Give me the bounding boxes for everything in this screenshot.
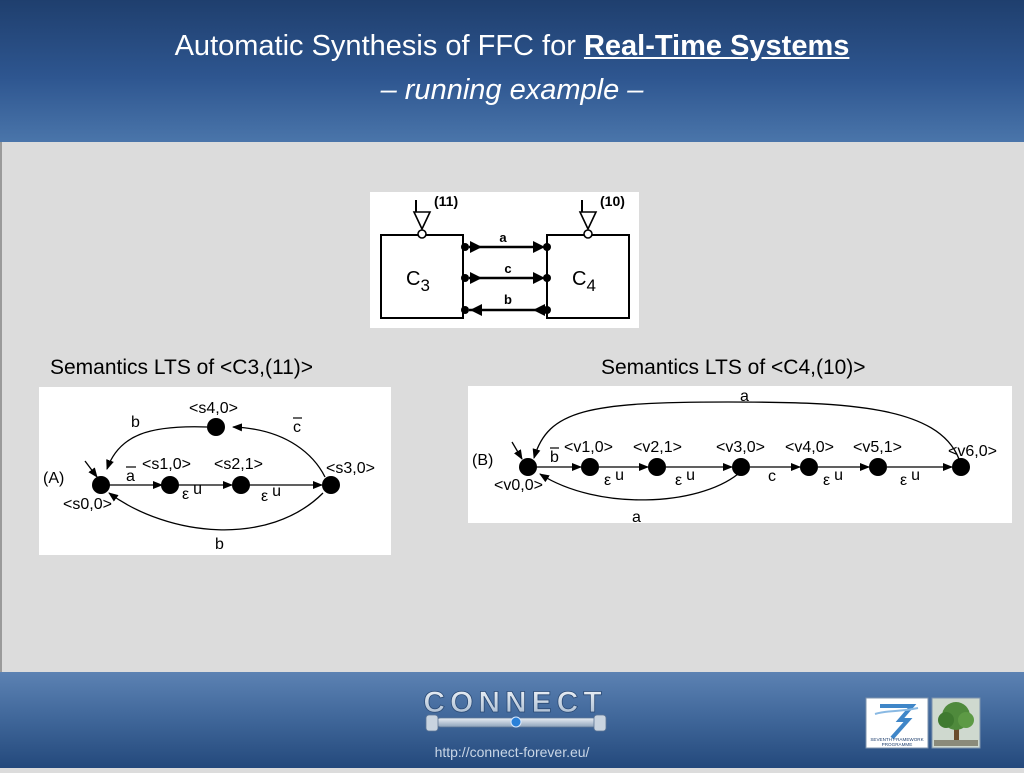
lts-a-panel: (A) <s0,0> <s1,0> <s2,1> <s3,0> <s4,0> a… — [39, 387, 391, 555]
lts-b-states — [519, 458, 970, 476]
state-v6-label: <v6,0> — [948, 443, 997, 460]
trans-b-top-label: b — [131, 414, 140, 431]
component-c3-label: C3 — [406, 268, 430, 295]
state-v1-label: <v1,0> — [564, 439, 613, 456]
channel-a-label: a — [499, 230, 507, 245]
component-diagram: C3 C4 (11) (10) a — [380, 193, 630, 319]
lts-a-states — [92, 418, 340, 494]
state-v4-label: <v4,0> — [785, 439, 834, 456]
channel-c — [461, 272, 551, 284]
title-main: Automatic Synthesis of FFC for — [174, 30, 584, 62]
svg-text:SEVENTH FRAMEWORK: SEVENTH FRAMEWORK — [870, 737, 924, 742]
channel-a — [461, 241, 551, 253]
lts-b-panel: (B) <v0,0> <v1,0> <v2,1> <v3,0> <v4,0> <… — [468, 386, 1012, 526]
lts-a-tag: (A) — [43, 470, 64, 487]
state-s2-label: <s2,1> — [214, 456, 263, 473]
trans-a-label: a — [126, 468, 135, 485]
lts-b-tag: (B) — [472, 452, 493, 469]
port-11-icon — [412, 200, 432, 239]
state-v0-label: <v0,0> — [494, 477, 543, 494]
lts-a-diagram: (A) <s0,0> <s1,0> <s2,1> <s3,0> <s4,0> a… — [43, 400, 375, 553]
footer-url[interactable]: http://connect-forever.eu/ — [434, 744, 590, 760]
trans-b-label: b — [550, 449, 559, 466]
channel-b-label: b — [504, 292, 512, 307]
channel-b — [461, 304, 551, 316]
tree-icon — [931, 697, 981, 749]
svg-text:PROGRAMME: PROGRAMME — [882, 742, 913, 747]
state-s1-label: <s1,0> — [142, 456, 191, 473]
state-v1 — [581, 458, 599, 476]
svg-text:CONNECT: CONNECT — [423, 686, 606, 719]
title-emphasis: Real-Time Systems — [583, 30, 850, 62]
component-c4-label: C4 — [572, 268, 596, 295]
state-v0 — [519, 458, 537, 476]
port-10-label: (10) — [600, 193, 625, 209]
lts-b-heading: Semantics LTS of <C4,(10)> — [601, 356, 866, 379]
slide-footer: CONNECT SEVENTH FRAMEWORK PROGRAMME — [0, 672, 1024, 768]
state-v3-label: <v3,0> — [716, 439, 765, 456]
state-v2-label: <v2,1> — [633, 439, 682, 456]
slide-subtitle: – running example – — [380, 74, 644, 106]
component-diagram-panel: C3 C4 (11) (10) a — [370, 192, 639, 328]
state-v3 — [732, 458, 750, 476]
state-v5 — [869, 458, 887, 476]
state-s2 — [232, 476, 250, 494]
state-s4-label: <s4,0> — [189, 400, 238, 417]
state-s0-label: <s0,0> — [63, 496, 112, 513]
state-v4 — [800, 458, 818, 476]
state-v5-label: <v5,1> — [853, 439, 902, 456]
trans-a-bottom-label: a — [632, 509, 641, 523]
state-s1 — [161, 476, 179, 494]
state-s0 — [92, 476, 110, 494]
slide-header: Automatic Synthesis of FFC for Real-Time… — [0, 0, 1024, 142]
lts-a-heading: Semantics LTS of <C3,(11)> — [50, 356, 314, 379]
footer-graphics: CONNECT SEVENTH FRAMEWORK PROGRAMME — [423, 686, 981, 749]
channel-c-label: c — [504, 261, 511, 276]
connect-logo: CONNECT — [423, 686, 607, 732]
port-11-label: (11) — [434, 193, 458, 209]
trans-a-top-label: a — [740, 388, 749, 405]
state-v6 — [952, 458, 970, 476]
port-10-icon — [578, 200, 598, 239]
trans-b-bottom-label: b — [215, 536, 224, 553]
lts-b-diagram: (B) <v0,0> <v1,0> <v2,1> <v3,0> <v4,0> <… — [472, 388, 997, 526]
fp7-logo: SEVENTH FRAMEWORK PROGRAMME — [865, 697, 929, 749]
state-s4 — [207, 418, 225, 436]
state-v2 — [648, 458, 666, 476]
trans-c-label: c — [293, 419, 301, 436]
slide-title: Automatic Synthesis of FFC for Real-Time… — [0, 30, 1024, 63]
trans-c-label: c — [768, 468, 776, 485]
state-s3-label: <s3,0> — [326, 460, 375, 477]
state-s3 — [322, 476, 340, 494]
